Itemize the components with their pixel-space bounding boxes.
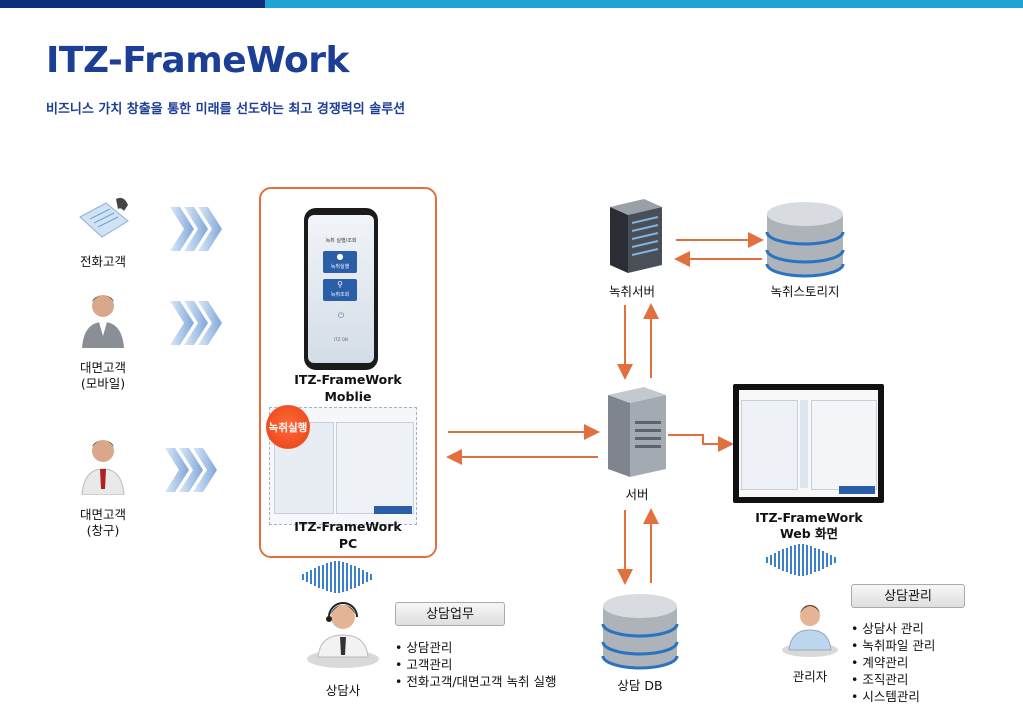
web-label-1: ITZ-FrameWork (755, 510, 863, 525)
admin-task-item: • 시스템관리 (851, 689, 920, 704)
phone-search-button[interactable]: ⚲ 녹취조회 (323, 279, 357, 301)
admin-task-item: • 녹취파일 관리 (851, 638, 936, 653)
chevron-arrow-icon (165, 448, 217, 492)
mobile-customer-label-2: (모바일) (80, 376, 126, 391)
database-icon (601, 594, 679, 670)
mobile-app-label-1: ITZ-FrameWork (294, 372, 402, 387)
admin-person-icon (782, 605, 838, 657)
itz-framework-client-group (259, 187, 437, 558)
web-label-2: Web 화면 (779, 526, 839, 541)
pc-button-bar (374, 506, 412, 514)
window-customer-label-2: (창구) (86, 523, 120, 538)
window-customer-label-1: 대면고객 (79, 507, 126, 522)
counselor-task-item: • 상담관리 (395, 640, 453, 655)
server-label: 서버 (625, 487, 649, 502)
web-panel-right (811, 400, 877, 490)
counselor-task-tag: 상담업무 (395, 602, 505, 626)
admin-label: 관리자 (792, 669, 828, 684)
top-accent-bar-navy (0, 0, 265, 8)
pc-app-label-1: ITZ-FrameWork (294, 519, 402, 534)
web-panel-left (741, 400, 798, 490)
counselor-headset-icon (307, 602, 379, 668)
pc-app-label-2: PC (338, 536, 358, 551)
counselor-task-item: • 고객관리 (395, 657, 453, 672)
record-storage-label: 녹취스토리지 (770, 284, 840, 299)
admin-task-item: • 조직관리 (851, 672, 909, 687)
phone-customer-label: 전화고객 (79, 254, 126, 269)
db-label: 상담 DB (617, 678, 663, 693)
phone-brand: ITZ ON (334, 337, 348, 342)
phone-customer-icon (79, 197, 129, 238)
web-screen (739, 390, 878, 497)
phone-screen-title: 녹취 실행/조회 (325, 238, 357, 244)
sound-wave-icon (302, 561, 372, 593)
phone-record-button[interactable]: ● 녹취실행 (323, 251, 357, 273)
sound-wave-icon (766, 544, 836, 576)
web-button-bar (839, 486, 875, 494)
person-icon (82, 295, 124, 348)
person-icon (81, 440, 125, 495)
page-subtitle: 비즈니스 가치 창출을 통한 미래를 선도하는 최고 경쟁력의 솔루션 (46, 102, 406, 117)
mobile-app-label-2: Moblie (324, 389, 372, 404)
mobile-app-screen: 녹취 실행/조회 ● 녹취실행 ⚲ 녹취조회 ⏻ ITZ ON (308, 215, 374, 363)
server-rack-icon (610, 199, 662, 273)
mobile-customer-label-1: 대면고객 (79, 360, 126, 375)
web-panel-divider (800, 400, 808, 488)
chevron-arrow-icon (170, 207, 222, 251)
admin-task-item: • 상담사 관리 (851, 621, 924, 636)
counselor-label: 상담사 (325, 683, 361, 698)
database-icon (765, 202, 845, 278)
admin-task-tag: 상담관리 (851, 584, 965, 608)
admin-task-item: • 계약관리 (851, 655, 909, 670)
power-icon: ⏻ (337, 311, 345, 320)
record-execute-badge: 녹취실행 (266, 405, 310, 449)
microphone-icon: ● (336, 252, 344, 261)
top-accent-bar-cyan (265, 0, 1023, 8)
search-icon: ⚲ (337, 280, 343, 289)
chevron-arrow-icon (170, 301, 222, 345)
record-server-label: 녹취서버 (608, 284, 655, 299)
counselor-task-item: • 전화고객/대면고객 녹취 실행 (395, 674, 557, 689)
page-title: ITZ-FrameWork (46, 40, 349, 81)
pc-panel-right (336, 422, 414, 514)
server-tower-icon (608, 387, 666, 477)
